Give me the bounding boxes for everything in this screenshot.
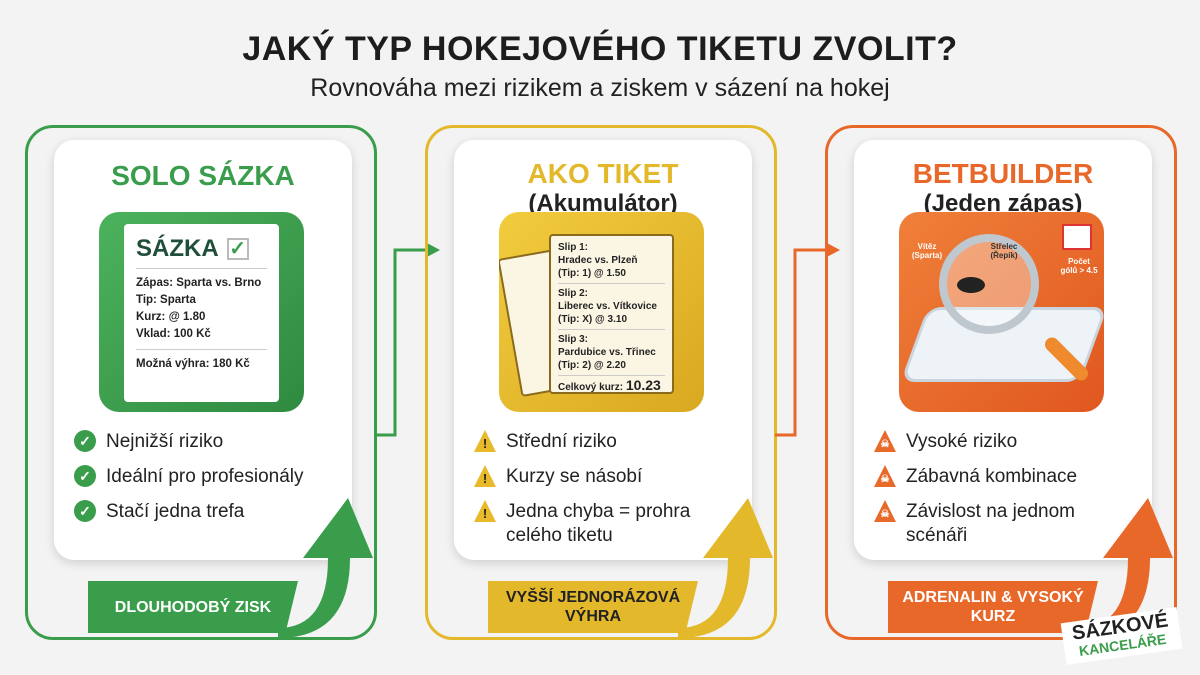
- slip-stack: Slip 1: Hradec vs. Plzeň (Tip: 1) @ 1.50…: [549, 234, 674, 394]
- receipt-footer: Možná výhra: 180 Kč: [136, 349, 267, 373]
- total-value: 10.23: [625, 377, 661, 393]
- banner-text: VYŠŠÍ JEDNORÁZOVÁ VÝHRA: [505, 589, 681, 625]
- goal-net-icon: [1062, 224, 1092, 250]
- card-betbuilder: BETBUILDER (Jeden zápas) Vítěz (Sparta) …: [854, 140, 1152, 560]
- bullet-text: Jedna chyba = prohra celého tiketu: [506, 501, 691, 546]
- bullet-list: ✓ Nejnižší riziko ✓ Ideální pro profesioná…: [74, 430, 304, 535]
- card-title: SOLO SÁZKA: [111, 160, 295, 191]
- slip-tip: (Tip: 1) @ 1.50: [558, 267, 665, 284]
- bullet-list: ! Střední riziko ! Kurzy se násobí ! Jedna …: [474, 430, 704, 559]
- card-title: BETBUILDER: [912, 158, 1094, 189]
- page-subtitle: Rovnováha mezi rizikem a ziskem v sázení…: [310, 74, 890, 102]
- bullet-text: Nejnižší riziko: [106, 431, 224, 452]
- bullet-list: ☠ Vysoké riziko ☠ Zábavná kombinace ☠ Závis…: [874, 430, 1104, 559]
- warning-icon: !: [474, 465, 496, 487]
- bet-receipt: SÁZKA ✓ Zápas: Sparta vs. Brno Tip: Spar…: [124, 224, 279, 402]
- slip-match: Pardubice vs. Třinec: [558, 347, 656, 358]
- page-title: JAKÝ TYP HOKEJOVÉHO TIKETU ZVOLIT?: [242, 30, 958, 68]
- bullet-item: ! Střední riziko: [474, 430, 704, 454]
- connector-arrow-icon: [775, 242, 840, 437]
- receipt-heading: SÁZKA: [136, 235, 219, 262]
- bullet-text: Střední riziko: [506, 431, 617, 452]
- column-ako: AKO TIKET (Akumulátor) Slip 1: Hradec vs…: [425, 125, 777, 640]
- skull-warning-icon: ☠: [874, 465, 896, 487]
- banner-text: ADRENALIN & VYSOKÝ KURZ: [902, 589, 1084, 625]
- check-circle-icon: ✓: [74, 430, 96, 452]
- slip-label: Slip 1:: [558, 242, 589, 253]
- label-goals: Počet gólů > 4.5: [1060, 257, 1098, 275]
- banner-text: DLOUHODOBÝ ZISK: [114, 598, 272, 616]
- slip-label: Slip 3:: [558, 334, 589, 345]
- bullet-item: ! Kurzy se násobí: [474, 465, 704, 489]
- check-circle-icon: ✓: [74, 500, 96, 522]
- bullet-text: Vysoké riziko: [906, 431, 1018, 452]
- slip-total: Celkový kurz: 10.23: [558, 377, 665, 394]
- receipt-line: Vklad: 100 Kč: [136, 328, 211, 340]
- puck-icon: [957, 277, 985, 293]
- slip-match: Liberec vs. Vítkovice: [558, 301, 657, 312]
- skull-warning-icon: ☠: [874, 500, 896, 522]
- checkbox-icon: ✓: [226, 238, 249, 260]
- column-betbuilder: BETBUILDER (Jeden zápas) Vítěz (Sparta) …: [825, 125, 1177, 640]
- bullet-text: Zábavná kombinace: [906, 466, 1078, 487]
- card-solo: SOLO SÁZKA SÁZKA ✓ Zápas: Sparta vs. Brn…: [54, 140, 352, 560]
- slip-label: Slip 2:: [558, 288, 589, 299]
- bullet-item: ✓ Ideální pro profesionály: [74, 465, 304, 489]
- label-winner: Vítěz (Sparta): [911, 242, 943, 260]
- betbuilder-illustration: Vítěz (Sparta) Střelec (Řepík) Počet gól…: [899, 212, 1104, 412]
- growth-arrow-icon: [678, 498, 773, 638]
- bullet-item: ✓ Stačí jedna trefa: [74, 500, 304, 524]
- bullet-item: ☠ Vysoké riziko: [874, 430, 1104, 454]
- bullet-text: Závislost na jednom scénáři: [906, 501, 1075, 546]
- slip-match: Hradec vs. Plzeň: [558, 255, 638, 266]
- check-circle-icon: ✓: [74, 465, 96, 487]
- receipt-line: Kurz: @ 1.80: [136, 311, 206, 323]
- bullet-item: ! Jedna chyba = prohra celého tiketu: [474, 500, 704, 548]
- slip-tip: (Tip: X) @ 3.10: [558, 313, 665, 330]
- banner-solo: DLOUHODOBÝ ZISK: [88, 581, 298, 633]
- label-scorer: Střelec (Řepík): [990, 242, 1018, 260]
- bullet-text: Kurzy se násobí: [506, 466, 643, 487]
- bullet-text: Ideální pro profesionály: [106, 466, 304, 487]
- bullet-item: ☠ Závislost na jednom scénáři: [874, 500, 1104, 548]
- slip-tip: (Tip: 2) @ 2.20: [558, 359, 665, 376]
- banner-ako: VYŠŠÍ JEDNORÁZOVÁ VÝHRA: [488, 581, 698, 633]
- warning-icon: !: [474, 500, 496, 522]
- receipt-line: Tip: Sparta: [136, 294, 196, 306]
- column-solo: SOLO SÁZKA SÁZKA ✓ Zápas: Sparta vs. Brn…: [25, 125, 377, 640]
- card-title: AKO TIKET: [527, 158, 679, 189]
- warning-icon: !: [474, 430, 496, 452]
- skull-warning-icon: ☠: [874, 430, 896, 452]
- bullet-text: Stačí jedna trefa: [106, 501, 245, 522]
- growth-arrow-icon: [1078, 498, 1173, 638]
- bullet-item: ✓ Nejnižší riziko: [74, 430, 304, 454]
- magnifier-icon: [939, 234, 1039, 334]
- growth-arrow-icon: [278, 498, 373, 638]
- connector-arrow-icon: [375, 242, 440, 437]
- bullet-item: ☠ Zábavná kombinace: [874, 465, 1104, 489]
- card-ako: AKO TIKET (Akumulátor) Slip 1: Hradec vs…: [454, 140, 752, 560]
- receipt-line: Zápas: Sparta vs. Brno: [136, 277, 262, 289]
- total-label: Celkový kurz:: [558, 382, 624, 393]
- accumulator-illustration: Slip 1: Hradec vs. Plzeň (Tip: 1) @ 1.50…: [499, 212, 704, 412]
- receipt-illustration: SÁZKA ✓ Zápas: Sparta vs. Brno Tip: Spar…: [99, 212, 304, 412]
